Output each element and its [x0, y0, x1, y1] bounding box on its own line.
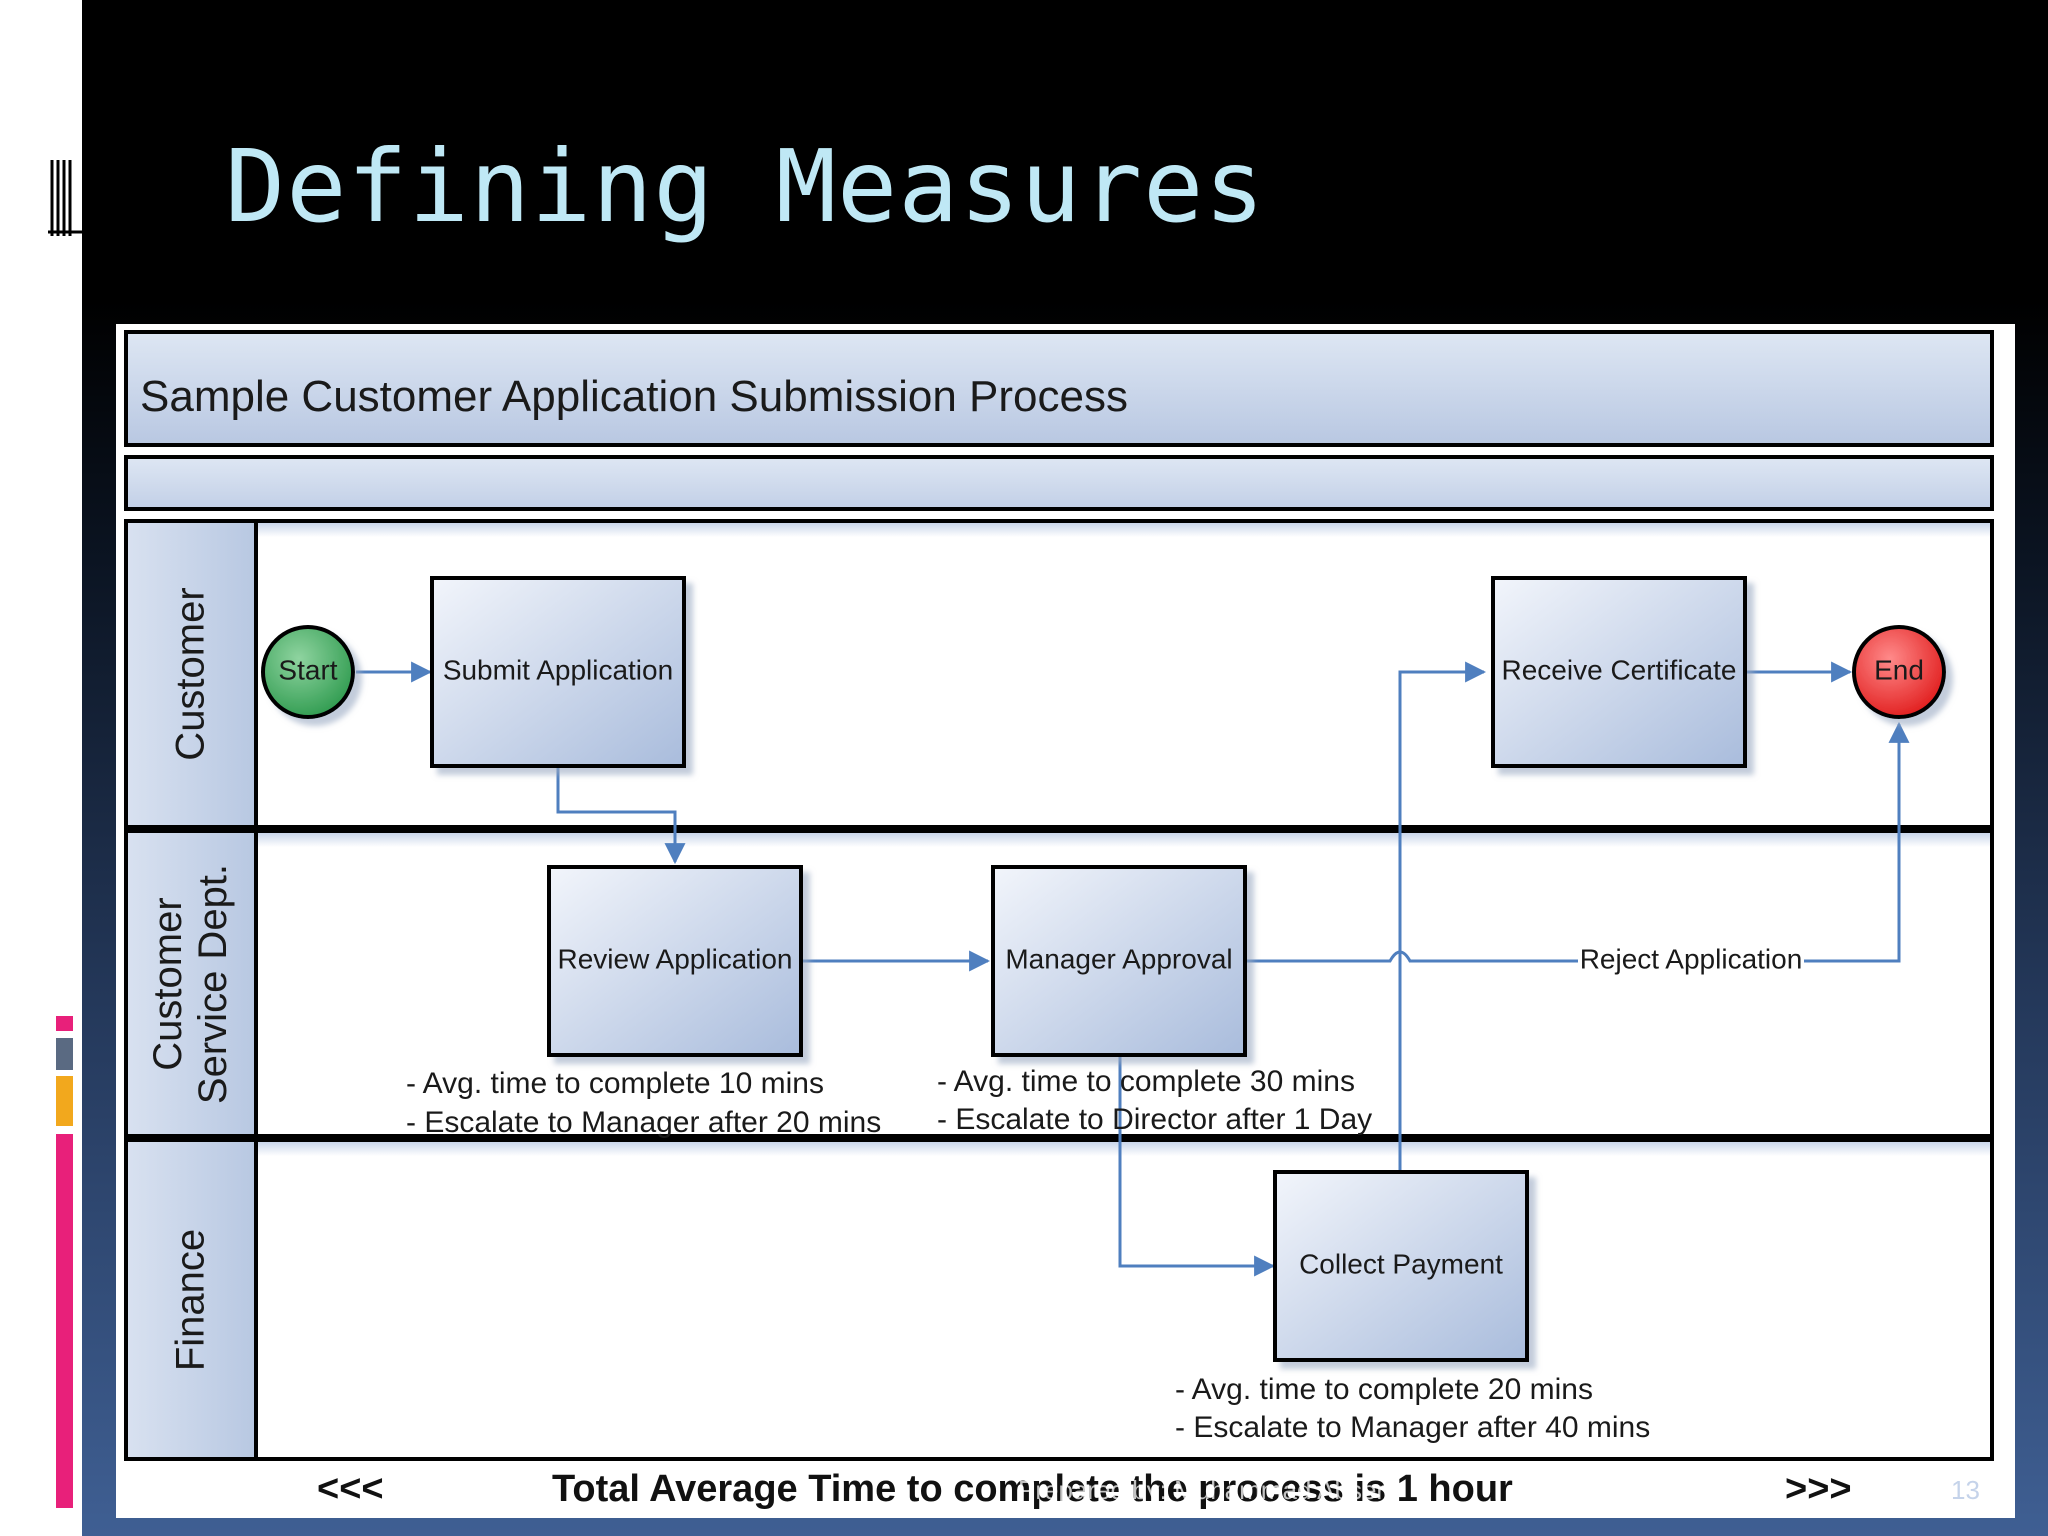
footer-left-arrows: <<< — [317, 1468, 384, 1510]
diagram-header: Sample Customer Application Submission P… — [124, 330, 1994, 447]
page-number: 13 — [1951, 1475, 1980, 1505]
lane-header: Customer — [128, 523, 258, 825]
start-label: Start — [278, 654, 337, 685]
note-approval-time: - Avg. time to complete 30 mins — [937, 1065, 1355, 1098]
decorative-bar — [56, 1038, 73, 1070]
submit-application-label: Submit Application — [443, 654, 673, 685]
end-node — [1852, 625, 1946, 719]
reject-application-label: Reject Application — [1580, 943, 1803, 974]
decorative-bar — [56, 1134, 73, 1508]
diagram-title: Sample Customer Application Submission P… — [140, 372, 1129, 421]
note-review-escalate: - Escalate to Manager after 20 mins — [406, 1106, 881, 1139]
slide-corner-icon — [48, 160, 82, 236]
lane-header: Customer Service Dept. — [128, 833, 258, 1134]
swimlane-finance: Finance — [124, 1138, 1994, 1461]
end-label: End — [1874, 654, 1924, 685]
connector-arrow — [1118, 1054, 1276, 1277]
note-review-time: - Avg. time to complete 10 mins — [406, 1067, 824, 1100]
connector-arrow — [1398, 661, 1487, 1172]
footer-total-time: Total Average Time to complete the proce… — [552, 1468, 1513, 1510]
decorative-bar — [56, 1076, 73, 1126]
note-payment-escalate: - Escalate to Manager after 40 mins — [1175, 1411, 1650, 1444]
review-application-box — [547, 865, 803, 1057]
flow-overlay: Start End Submit Application Review Appl… — [261, 576, 1980, 1510]
manager-approval-box — [991, 865, 1247, 1057]
credit-text: Prepared by: Muhammad Abser — [1018, 1475, 1385, 1505]
diagram-subheader — [124, 455, 1994, 511]
connector-arrow — [1243, 721, 1910, 963]
footer-right-arrows: >>> — [1785, 1468, 1852, 1510]
collect-payment-box — [1273, 1170, 1529, 1362]
manager-approval-label: Manager Approval — [1005, 943, 1232, 974]
receive-certificate-box — [1491, 576, 1747, 768]
decorative-bar — [56, 1016, 73, 1031]
receive-certificate-label: Receive Certificate — [1502, 654, 1737, 685]
lane-header: Finance — [128, 1142, 258, 1457]
slide-title: Defining Measures — [225, 128, 1266, 245]
submit-application-box — [430, 576, 686, 768]
collect-payment-label: Collect Payment — [1299, 1248, 1503, 1279]
start-node — [261, 625, 355, 719]
connector-arrow — [556, 766, 686, 865]
process-diagram: Sample Customer Application Submission P… — [116, 324, 2015, 1518]
note-payment-time: - Avg. time to complete 20 mins — [1175, 1373, 1593, 1406]
review-application-label: Review Application — [557, 943, 792, 974]
note-approval-escalate: - Escalate to Director after 1 Day — [937, 1103, 1372, 1136]
